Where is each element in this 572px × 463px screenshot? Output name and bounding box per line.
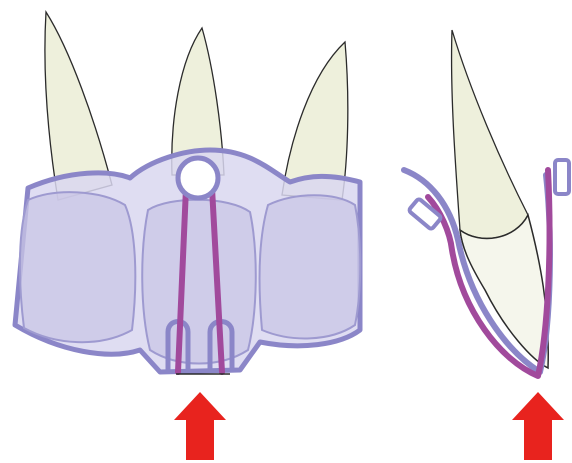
- side-view: [404, 30, 569, 460]
- side-tooth-root: [452, 30, 528, 238]
- crown-left: [20, 192, 135, 342]
- crown-center: [142, 200, 256, 364]
- front-view: [15, 12, 360, 460]
- crown-right: [260, 195, 361, 338]
- splint-ring: [178, 158, 218, 198]
- side-arrow: [512, 392, 564, 460]
- front-arrow: [174, 392, 226, 460]
- side-clasp-tab-right: [555, 160, 569, 194]
